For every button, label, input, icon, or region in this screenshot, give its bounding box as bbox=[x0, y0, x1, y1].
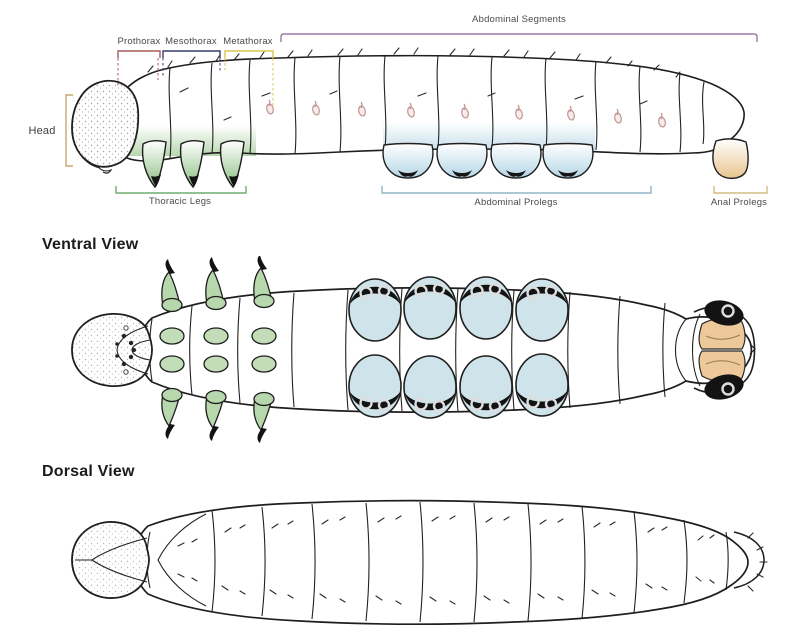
anal-proleg-lateral bbox=[712, 138, 749, 180]
prothorax-dash bbox=[117, 58, 159, 88]
proleg-pair bbox=[348, 278, 402, 418]
prothorax-shield bbox=[157, 513, 207, 607]
proleg-pair bbox=[403, 276, 457, 419]
mesothorax-bracket bbox=[162, 50, 221, 58]
metathorax-bracket bbox=[224, 50, 274, 58]
lateral-segment-lines bbox=[168, 55, 705, 159]
metathorax-dash bbox=[224, 58, 274, 108]
proleg-pair bbox=[459, 276, 513, 419]
head-bracket bbox=[65, 94, 73, 167]
epicranial-suture bbox=[75, 537, 148, 583]
lateral-head bbox=[71, 79, 140, 174]
label-mesothorax: Mesothorax bbox=[165, 36, 217, 47]
head-ocelli bbox=[115, 333, 136, 367]
thoracic-legs-ventral bbox=[159, 256, 277, 443]
proleg-pair bbox=[515, 278, 569, 417]
ventral-view-heading: Ventral View bbox=[42, 236, 139, 253]
abdominal-prolegs-lateral bbox=[382, 142, 594, 179]
dorsal-setae bbox=[177, 515, 768, 605]
mesothorax-dash bbox=[162, 58, 221, 78]
lateral-setae bbox=[147, 47, 681, 121]
label-thoracic-legs: Thoracic Legs bbox=[148, 196, 212, 207]
leg-pair bbox=[203, 257, 229, 441]
abdominal-prolegs-ventral bbox=[348, 276, 569, 419]
abdominal-segments-bracket bbox=[280, 33, 758, 42]
thoracic-legs-lateral bbox=[141, 139, 245, 189]
label-anal-prolegs: Anal Prolegs bbox=[710, 197, 768, 208]
label-metathorax: Metathorax bbox=[223, 36, 273, 47]
prothorax-bracket bbox=[117, 50, 161, 58]
label-abdominal-segments: Abdominal Segments bbox=[472, 14, 566, 25]
ventral-view-drawing bbox=[71, 256, 756, 443]
label-prothorax: Prothorax bbox=[117, 36, 161, 47]
abdominal-prolegs-bracket bbox=[381, 186, 652, 194]
dorsal-body bbox=[134, 499, 768, 625]
anal-prolegs-bracket bbox=[713, 186, 768, 194]
lateral-annotations bbox=[65, 33, 768, 194]
lateral-view-drawing bbox=[65, 33, 768, 194]
thoracic-legs-bracket bbox=[115, 186, 247, 194]
dorsal-head bbox=[71, 521, 150, 599]
spiracles bbox=[266, 99, 666, 128]
ventral-segment-lines bbox=[149, 287, 701, 413]
ventral-head bbox=[71, 313, 153, 387]
label-head: Head bbox=[28, 125, 56, 137]
label-abdominal-prolegs: Abdominal Prolegs bbox=[474, 197, 558, 208]
leg-pair bbox=[159, 259, 185, 439]
dorsal-view-heading: Dorsal View bbox=[42, 463, 135, 480]
dorsal-view-drawing bbox=[71, 499, 768, 625]
leg-pair bbox=[251, 256, 277, 443]
anal-prolegs-ventral bbox=[693, 300, 756, 400]
dorsal-segment-lines bbox=[146, 501, 729, 623]
